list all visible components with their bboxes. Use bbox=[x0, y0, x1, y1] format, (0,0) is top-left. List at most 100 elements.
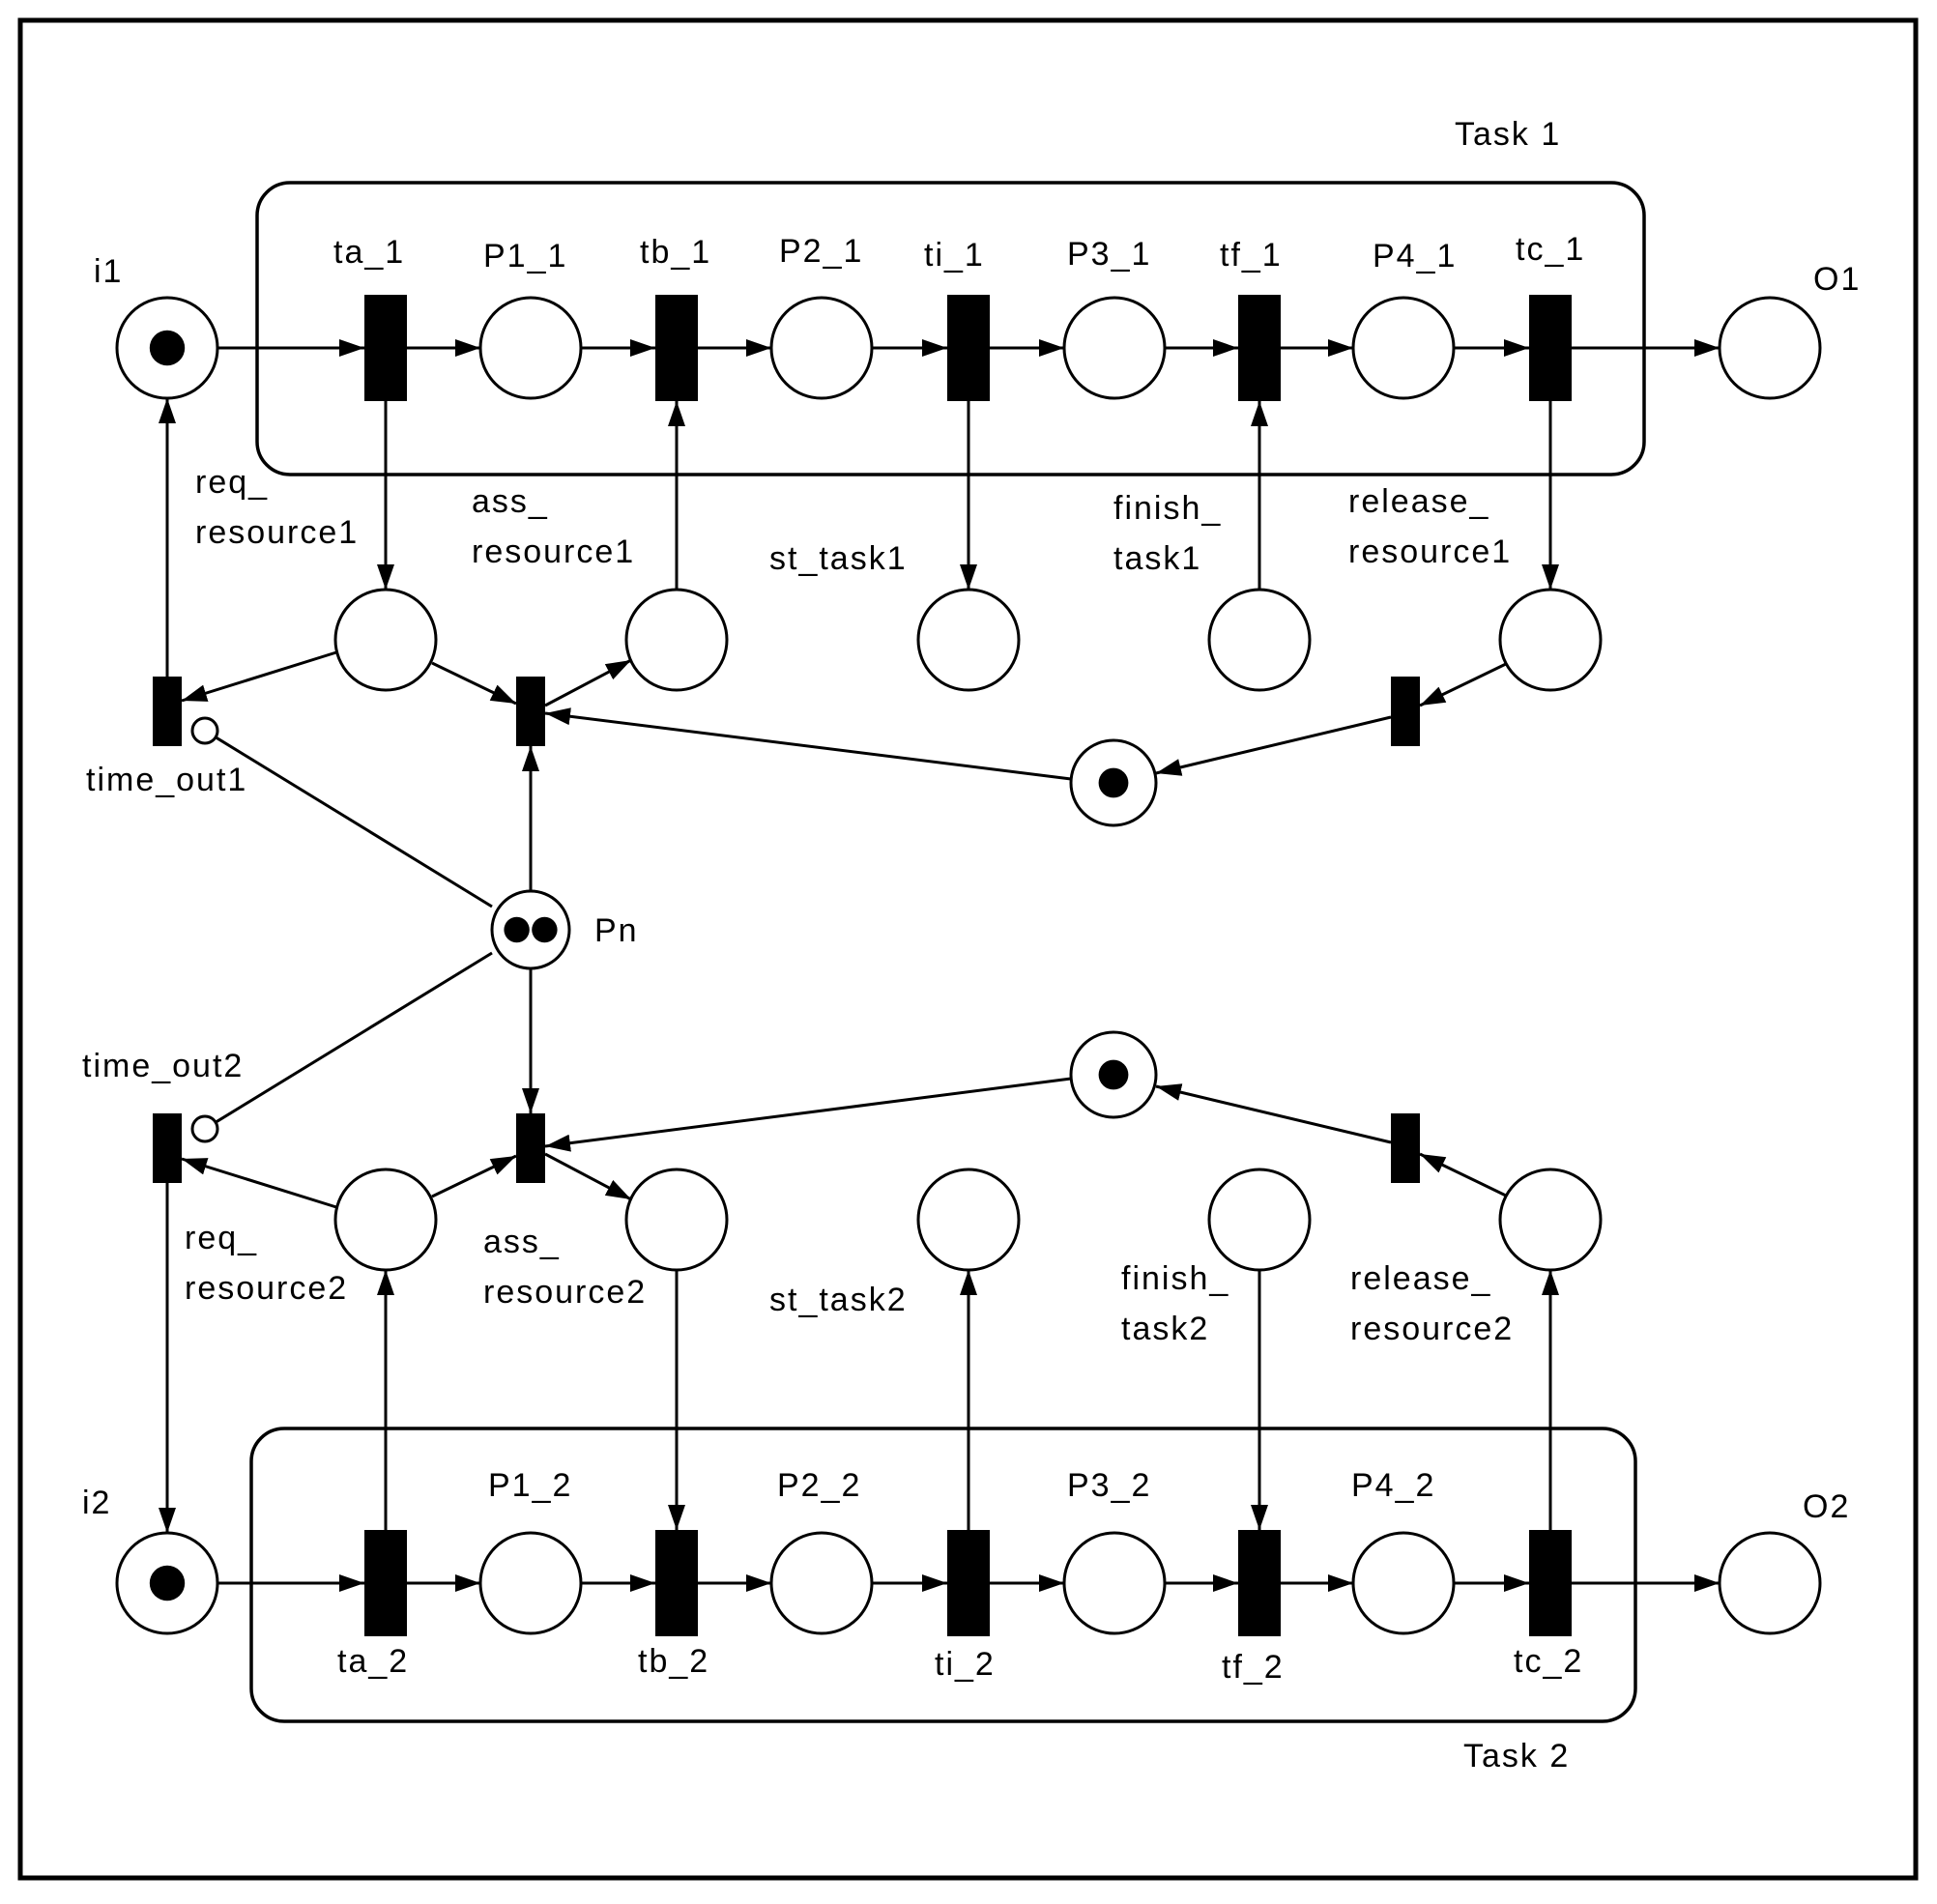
transition-label-ti_1: ti_1 bbox=[924, 237, 985, 274]
transition-label-ta_2: ta_2 bbox=[337, 1643, 409, 1680]
place-P3_2 bbox=[1062, 1531, 1167, 1635]
arc-release_resource1-to-release1 bbox=[1419, 661, 1509, 707]
place-O1 bbox=[1718, 296, 1822, 400]
arc-req_resource1-to-time_out1 bbox=[181, 650, 337, 703]
place-label-release_resource2: release_ bbox=[1350, 1260, 1491, 1297]
place-label-Pn: Pn bbox=[594, 912, 639, 949]
transition-ta_2 bbox=[364, 1530, 407, 1636]
transition-label-ta_1: ta_1 bbox=[333, 234, 405, 271]
place-label-release_resource1: resource1 bbox=[1348, 534, 1512, 570]
place-st_task1 bbox=[916, 588, 1021, 692]
transition-assign2 bbox=[516, 1113, 545, 1183]
transition-time_out1 bbox=[153, 677, 182, 746]
token bbox=[532, 916, 558, 943]
place-P1_2 bbox=[478, 1531, 583, 1635]
place-label-finish_task1: finish_ bbox=[1113, 490, 1222, 527]
place-req_resource2 bbox=[333, 1168, 438, 1272]
place-label-finish_task2: task2 bbox=[1121, 1311, 1209, 1347]
place-ass_resource1 bbox=[624, 588, 729, 692]
place-label-i1: i1 bbox=[94, 253, 123, 290]
place-release_resource1 bbox=[1498, 588, 1603, 692]
arc-assign2-to-ass_resource2 bbox=[544, 1152, 632, 1201]
place-label-req_resource2: resource2 bbox=[185, 1270, 348, 1307]
token bbox=[1098, 1059, 1129, 1090]
place-label-release_resource1: release_ bbox=[1348, 483, 1489, 520]
place-label-req_resource1: req_ bbox=[195, 464, 269, 501]
place-label-ass_resource1: ass_ bbox=[472, 483, 549, 520]
transition-label-time_out1: time_out1 bbox=[86, 762, 247, 798]
arc-Pn-to-time_out1 bbox=[215, 736, 493, 909]
arc-assign1-to-ass_resource1 bbox=[544, 658, 632, 707]
place-req_resource1 bbox=[333, 588, 438, 692]
place-label-P4_1: P4_1 bbox=[1373, 238, 1457, 274]
transition-label-tc_1: tc_1 bbox=[1516, 231, 1585, 268]
place-label-P1_1: P1_1 bbox=[483, 238, 567, 274]
transition-release1 bbox=[1391, 677, 1420, 746]
transition-tf_2 bbox=[1238, 1530, 1281, 1636]
transition-label-tf_2: tf_2 bbox=[1222, 1649, 1285, 1686]
token bbox=[149, 1565, 186, 1601]
token bbox=[504, 916, 530, 943]
place-st_task2 bbox=[916, 1168, 1021, 1272]
place-release_resource2 bbox=[1498, 1168, 1603, 1272]
place-label-P4_2: P4_2 bbox=[1351, 1467, 1435, 1504]
transition-time_out2 bbox=[153, 1113, 182, 1183]
arc-release2-to-avail2 bbox=[1155, 1083, 1392, 1144]
place-P2_1 bbox=[769, 296, 874, 400]
transition-ta_1 bbox=[364, 295, 407, 401]
place-label-ass_resource2: ass_ bbox=[483, 1224, 561, 1260]
place-label-release_resource2: resource2 bbox=[1350, 1311, 1514, 1347]
transition-tc_1 bbox=[1529, 295, 1572, 401]
transition-label-tf_1: tf_1 bbox=[1220, 237, 1283, 274]
arc-Pn-to-time_out2 bbox=[215, 951, 493, 1124]
inhibitor-circle-time_out1 bbox=[190, 716, 219, 745]
place-P4_1 bbox=[1351, 296, 1456, 400]
place-P3_1 bbox=[1062, 296, 1167, 400]
place-O2 bbox=[1718, 1531, 1822, 1635]
place-label-finish_task2: finish_ bbox=[1121, 1260, 1229, 1297]
place-label-st_task1: st_task1 bbox=[769, 540, 908, 577]
transition-label-tb_1: tb_1 bbox=[640, 234, 711, 271]
transition-label-time_out2: time_out2 bbox=[82, 1048, 244, 1084]
task-group-label-2: Task 2 bbox=[1463, 1738, 1570, 1774]
place-label-st_task2: st_task2 bbox=[769, 1282, 908, 1318]
place-label-P2_2: P2_2 bbox=[777, 1467, 861, 1504]
transition-ti_2 bbox=[947, 1530, 990, 1636]
transition-tb_1 bbox=[655, 295, 698, 401]
place-label-ass_resource2: resource2 bbox=[483, 1274, 647, 1311]
place-label-P3_1: P3_1 bbox=[1067, 236, 1151, 273]
token bbox=[1098, 767, 1129, 798]
arc-release_resource2-to-release2 bbox=[1419, 1152, 1509, 1198]
task-group-box-2 bbox=[249, 1427, 1637, 1723]
place-label-P3_2: P3_2 bbox=[1067, 1467, 1151, 1504]
task-group-label-1: Task 1 bbox=[1455, 116, 1561, 153]
place-finish_task1 bbox=[1207, 588, 1312, 692]
inhibitor-circle-time_out2 bbox=[190, 1114, 219, 1143]
place-P4_2 bbox=[1351, 1531, 1456, 1635]
place-label-P1_2: P1_2 bbox=[488, 1467, 572, 1504]
arc-avail2-to-assign2 bbox=[544, 1077, 1072, 1152]
place-label-i2: i2 bbox=[82, 1485, 111, 1521]
arc-avail1-to-assign1 bbox=[544, 707, 1072, 781]
arc-req_resource2-to-time_out2 bbox=[181, 1157, 337, 1209]
place-label-ass_resource1: resource1 bbox=[472, 534, 635, 570]
transition-ti_1 bbox=[947, 295, 990, 401]
place-label-P2_1: P2_1 bbox=[779, 233, 863, 270]
arc-req_resource1-to-assign1 bbox=[431, 661, 517, 706]
token bbox=[149, 330, 186, 366]
transition-label-tc_2: tc_2 bbox=[1514, 1643, 1583, 1680]
place-label-O2: O2 bbox=[1803, 1488, 1850, 1525]
place-P2_2 bbox=[769, 1531, 874, 1635]
transition-assign1 bbox=[516, 677, 545, 746]
transition-tc_2 bbox=[1529, 1530, 1572, 1636]
place-label-O1: O1 bbox=[1813, 261, 1861, 298]
place-finish_task2 bbox=[1207, 1168, 1312, 1272]
place-P1_1 bbox=[478, 296, 583, 400]
arc-req_resource2-to-assign2 bbox=[431, 1154, 517, 1198]
transition-label-tb_2: tb_2 bbox=[638, 1643, 709, 1680]
diagram-frame bbox=[17, 17, 1919, 1881]
place-Pn bbox=[490, 889, 571, 970]
arc-release1-to-avail1 bbox=[1155, 715, 1392, 776]
task-group-box-1 bbox=[255, 181, 1646, 476]
